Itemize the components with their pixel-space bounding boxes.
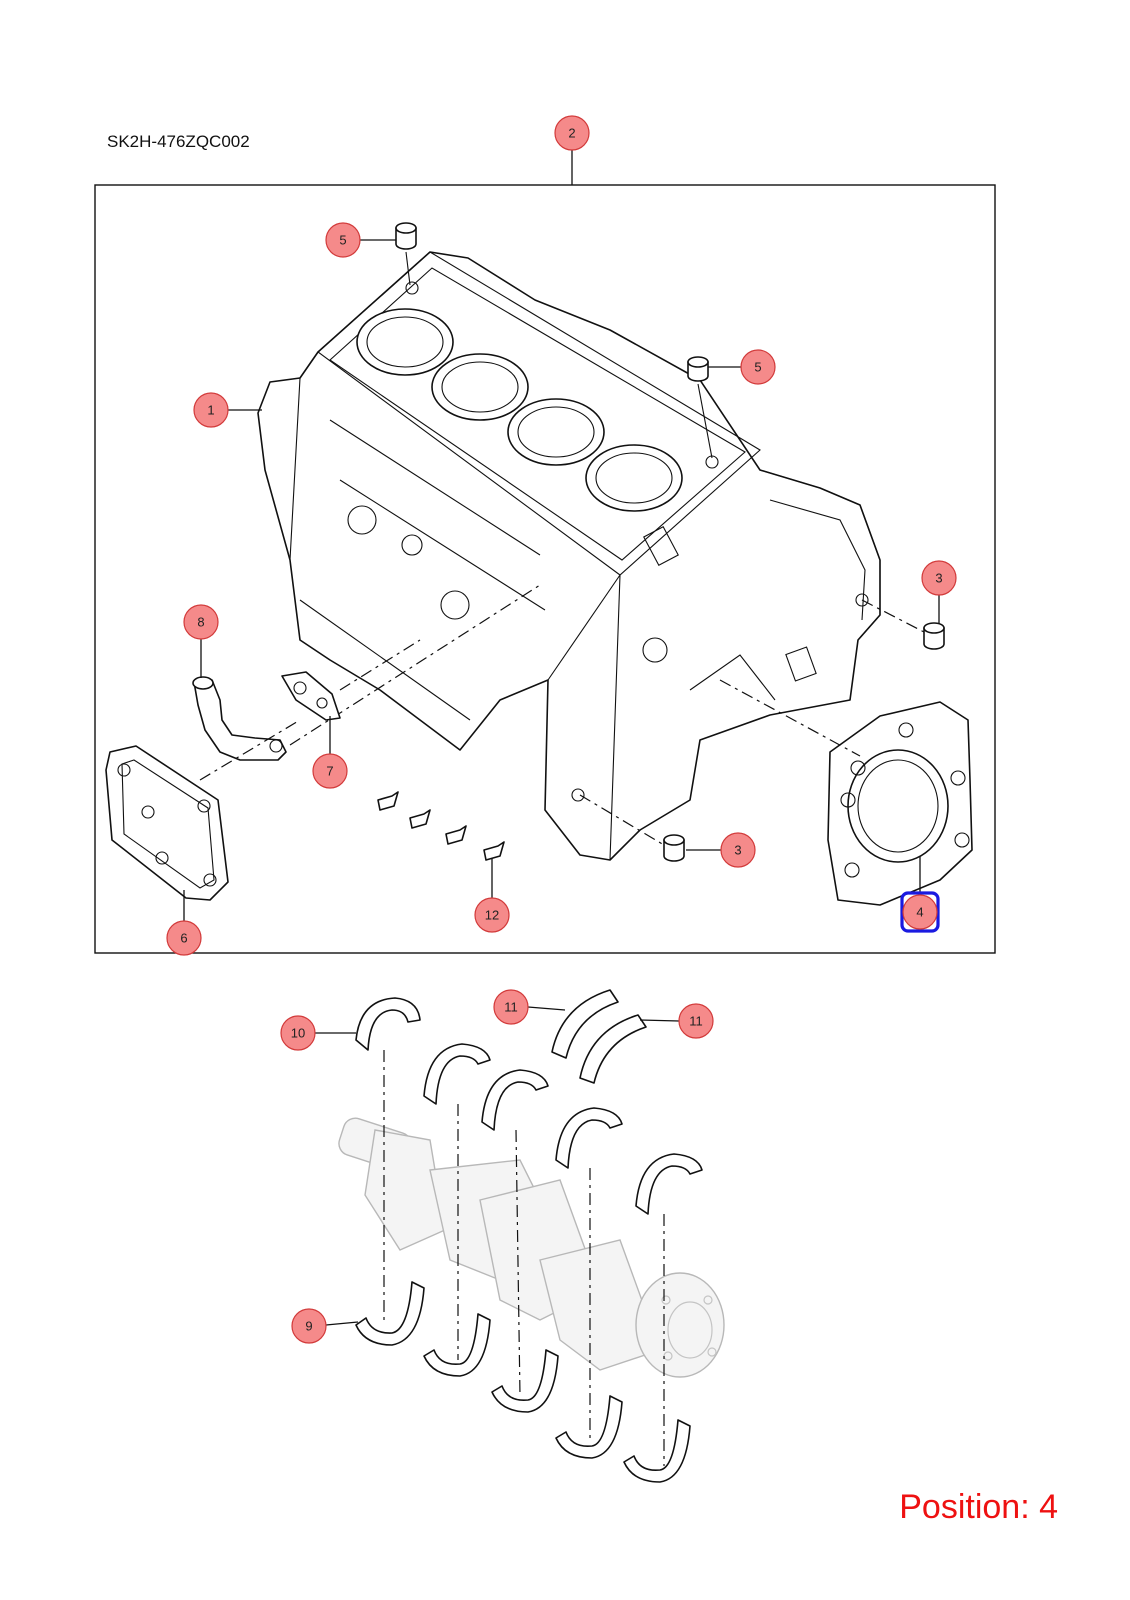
oil-jet-set[interactable]: [377, 791, 505, 861]
upper-main-bearing-shells[interactable]: [355, 997, 703, 1215]
lower-main-bearing-shells[interactable]: [355, 1281, 691, 1483]
callout-10[interactable]: 10: [280, 1015, 316, 1051]
callout-2[interactable]: 2: [554, 115, 590, 151]
callout-12[interactable]: 12: [474, 897, 510, 933]
callout-1[interactable]: 1: [193, 392, 229, 428]
cylinder-bore-3: [507, 398, 605, 466]
callout-11-right[interactable]: 11: [678, 1003, 714, 1039]
callout-5-top-right[interactable]: 5: [740, 349, 776, 385]
selected-callout-highlight: [900, 891, 940, 933]
cylinder-block[interactable]: [257, 251, 881, 861]
dowel-pin-right[interactable]: [923, 622, 945, 650]
callout-3-right[interactable]: 3: [921, 560, 957, 596]
diagram-code: SK2H-476ZQC002: [107, 132, 250, 151]
callout-8[interactable]: 8: [183, 604, 219, 640]
water-outlet-pipe[interactable]: [192, 676, 287, 761]
side-cover-plate[interactable]: [105, 745, 229, 901]
callout-3-bottom[interactable]: 3: [720, 832, 756, 868]
pipe-gasket[interactable]: [281, 671, 341, 721]
assembly-frame: [94, 184, 996, 954]
callout-4[interactable]: 4: [902, 894, 938, 930]
callout-11-left[interactable]: 11: [493, 989, 529, 1025]
position-label: Position: 4: [899, 1488, 1058, 1526]
cylinder-bore-1: [356, 308, 454, 376]
crankshaft: [338, 1117, 725, 1378]
dowel-pin-bottom[interactable]: [663, 834, 685, 862]
rear-oil-seal-housing[interactable]: [827, 701, 973, 906]
thrust-washers[interactable]: [551, 989, 647, 1084]
cylinder-bore-4: [585, 444, 683, 512]
cylinder-bore-2: [431, 353, 529, 421]
callout-9[interactable]: 9: [291, 1308, 327, 1344]
callout-7[interactable]: 7: [312, 753, 348, 789]
dowel-pin-top-right[interactable]: [687, 356, 709, 382]
callout-5-top-left[interactable]: 5: [325, 222, 361, 258]
callout-6[interactable]: 6: [166, 920, 202, 956]
dowel-pin-top-left[interactable]: [395, 222, 417, 250]
